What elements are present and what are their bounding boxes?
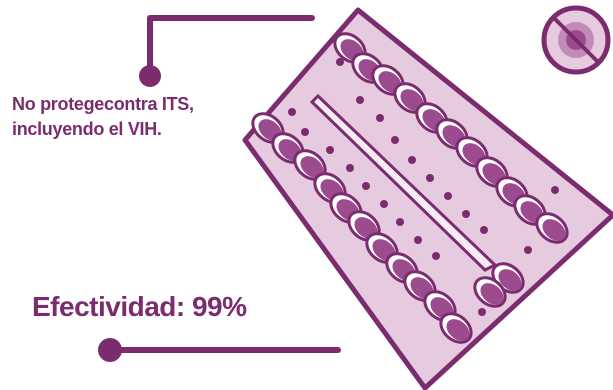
sti-warning: No protegecontra ITS, incluyendo el VIH. bbox=[12, 92, 242, 142]
connector-dot-top bbox=[139, 65, 161, 87]
pack-dot bbox=[301, 128, 309, 136]
pack-dot bbox=[326, 146, 334, 154]
pack-dot bbox=[346, 164, 354, 172]
pill-core bbox=[400, 89, 424, 111]
pack-dot bbox=[478, 308, 486, 316]
pill-core bbox=[542, 219, 566, 241]
pill-pack-icon bbox=[242, 7, 613, 390]
pack-dot bbox=[356, 96, 364, 104]
pack-dot bbox=[480, 226, 488, 234]
sti-warning-line-2: incluyendo el VIH. bbox=[12, 119, 162, 139]
pack-dot bbox=[391, 136, 399, 144]
pack-dot bbox=[432, 252, 440, 260]
pack-dot bbox=[362, 182, 370, 190]
pack-dot bbox=[524, 246, 532, 254]
pack-dot bbox=[414, 236, 422, 244]
pack-dot bbox=[380, 200, 388, 208]
pack-dot bbox=[551, 186, 559, 194]
pack-dot bbox=[444, 192, 452, 200]
sti-warning-line-1: No protegecontra ITS, bbox=[12, 94, 194, 114]
effectiveness-label: Efectividad: 99% bbox=[32, 291, 247, 322]
pack-dot bbox=[336, 58, 344, 66]
pill-core bbox=[498, 269, 522, 291]
pack-dot bbox=[426, 174, 434, 182]
pill-core bbox=[300, 156, 324, 178]
connector-line-top bbox=[147, 15, 315, 83]
pack-dot bbox=[462, 210, 470, 218]
pill-core bbox=[480, 283, 504, 305]
no-symbol-icon bbox=[541, 5, 611, 75]
pack-dot bbox=[396, 218, 404, 226]
pack-dot bbox=[288, 108, 296, 116]
pack-dot bbox=[376, 114, 384, 122]
pill-core bbox=[446, 319, 470, 341]
connector-dot-bottom bbox=[98, 338, 122, 362]
pack-dot bbox=[408, 156, 416, 164]
